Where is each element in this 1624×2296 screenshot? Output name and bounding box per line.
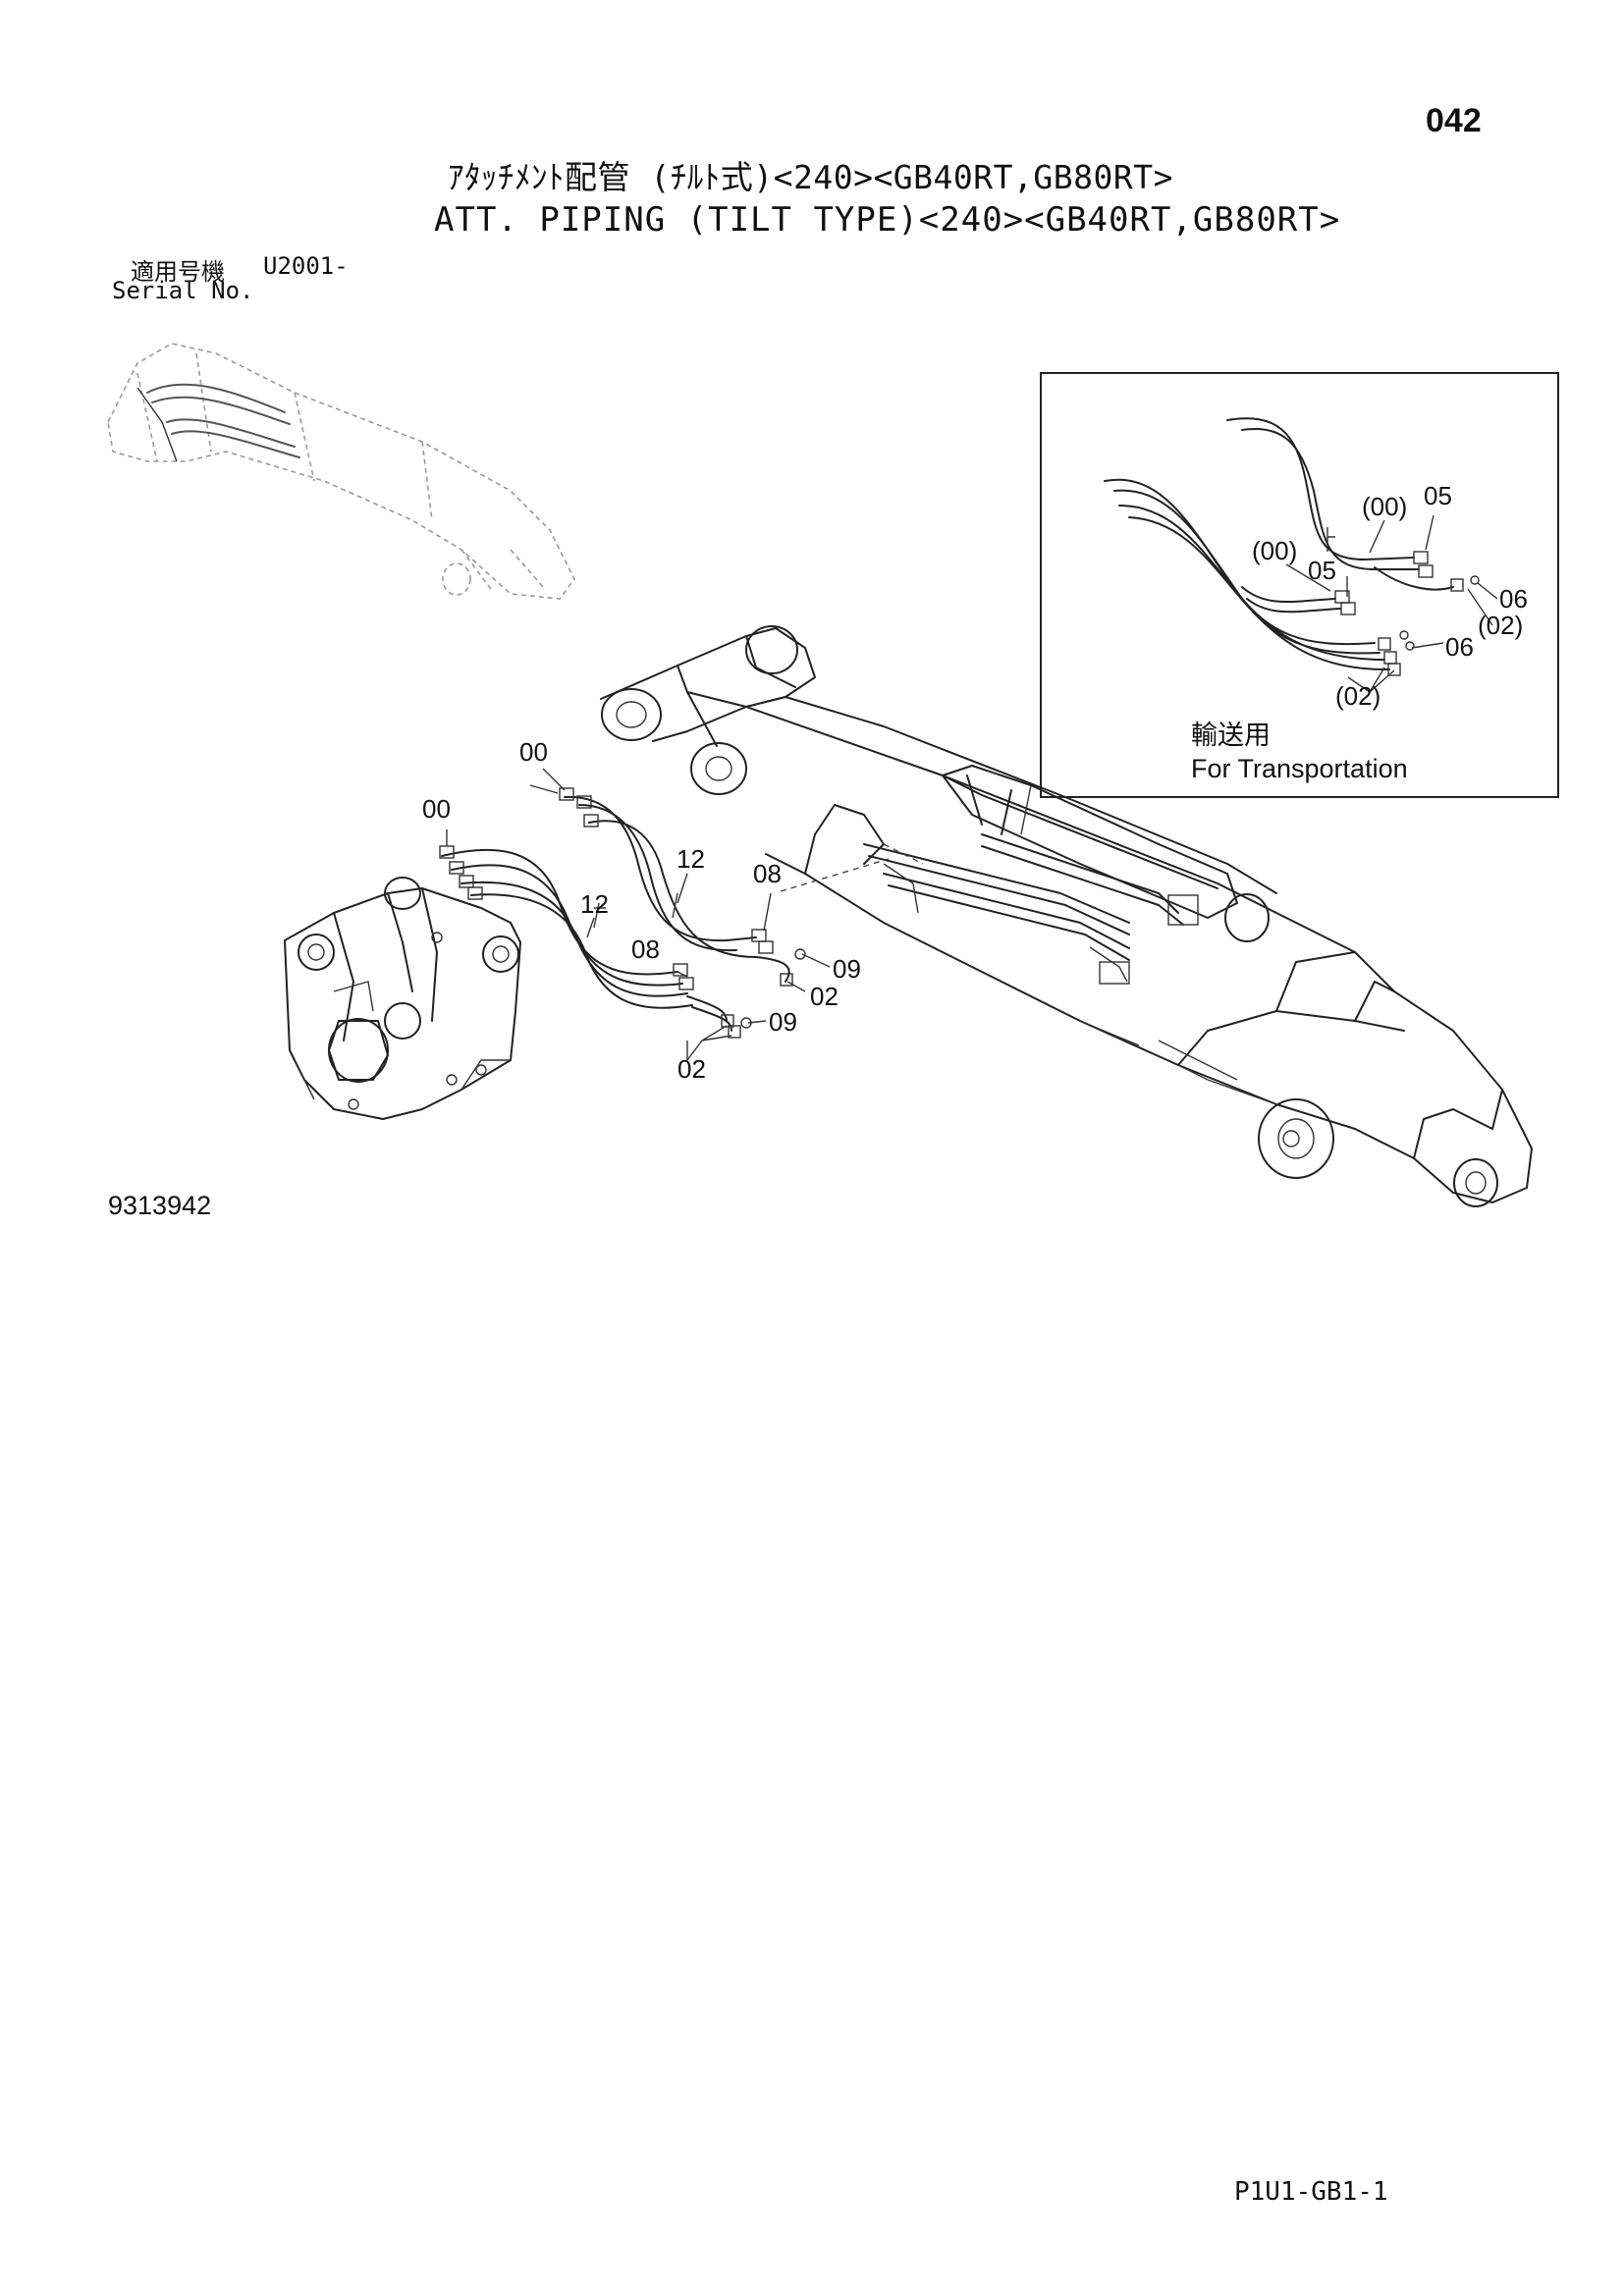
inset-callout-05-upper: 05 xyxy=(1424,481,1452,510)
callout-00-a: 00 xyxy=(422,794,451,824)
overview-boom-sketch xyxy=(107,343,575,600)
page-number: 042 xyxy=(1426,102,1482,139)
title-japanese: ｱﾀｯﾁﾒﾝﾄ配管 (ﾁﾙﾄ式)<240><GB40RT,GB80RT> xyxy=(448,158,1173,196)
callout-12-b: 12 xyxy=(580,889,609,919)
callout-08-a: 08 xyxy=(753,859,782,888)
inset-callout-06-a: 06 xyxy=(1499,584,1528,614)
callout-08-b: 08 xyxy=(631,934,660,964)
callout-12-a: 12 xyxy=(677,844,705,874)
serial-label-english: Serial No. xyxy=(112,277,254,304)
inset-caption-japanese: 輸送用 xyxy=(1191,721,1271,750)
main-hose-set xyxy=(439,787,806,1039)
footer-code: P1U1-GB1-1 xyxy=(1234,2177,1388,2207)
inset-caption-english: For Transportation xyxy=(1191,754,1408,783)
drawing-number: 9313942 xyxy=(108,1191,212,1220)
main-callout-leaders xyxy=(446,768,831,1061)
inset-callout-02-b: (02) xyxy=(1335,681,1380,711)
callout-02-b: 02 xyxy=(677,1054,706,1084)
boom-assembly xyxy=(600,625,1533,1207)
inset-callout-05-lower: 05 xyxy=(1308,556,1336,585)
inset-callout-00-lower: (00) xyxy=(1252,536,1297,565)
inset-callout-06-b: 06 xyxy=(1445,632,1474,662)
callout-09-b: 09 xyxy=(769,1007,797,1037)
boom-foot-bracket xyxy=(284,877,521,1120)
title-english: ATT. PIPING (TILT TYPE)<240><GB40RT,GB80… xyxy=(434,200,1341,240)
main-callouts: 00 00 12 12 08 08 09 02 09 02 xyxy=(422,737,861,1084)
callout-02-a: 02 xyxy=(810,982,839,1011)
inset-callout-02-a: (02) xyxy=(1478,611,1523,640)
inset-callout-00-upper: (00) xyxy=(1362,492,1407,521)
inset-transportation: (00) 05 (00) 05 06 (02) 06 (02) 輸送用 For … xyxy=(1040,372,1559,798)
serial-label-japanese: 適用号機 xyxy=(131,258,225,286)
callout-09-a: 09 xyxy=(833,954,861,984)
callout-00-b: 00 xyxy=(519,737,548,767)
serial-value: U2001- xyxy=(263,252,349,280)
